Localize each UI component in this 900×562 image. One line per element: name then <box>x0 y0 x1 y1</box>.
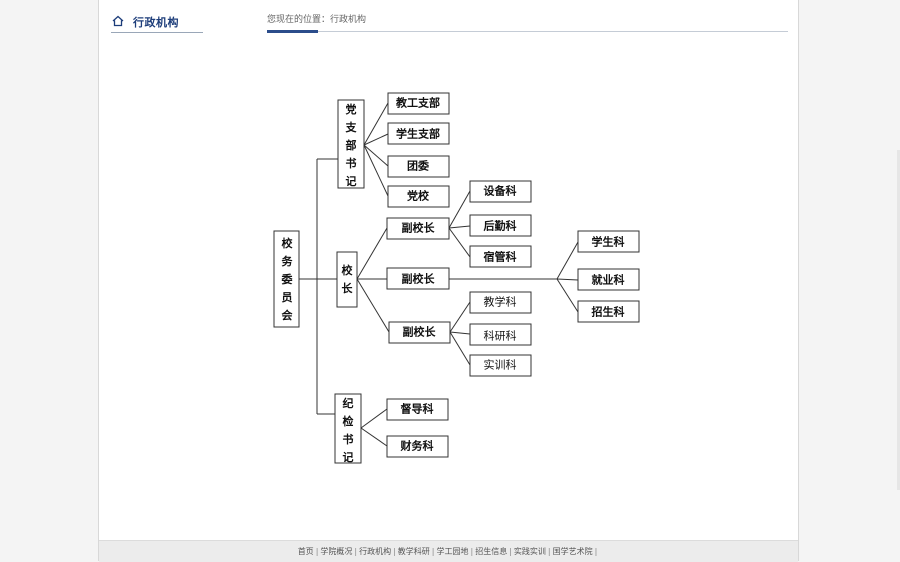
org-node-label: 督导科 <box>401 402 434 416</box>
org-node: 团委 <box>387 155 450 178</box>
org-node-principal: 校长 <box>336 251 358 308</box>
org-node: 后勤科 <box>469 214 532 237</box>
org-node-label: 设备科 <box>484 184 517 198</box>
org-node-label: 学生科 <box>592 235 625 249</box>
breadcrumb-accent <box>267 30 318 33</box>
org-node-label: 后勤科 <box>484 219 517 233</box>
footer-separator: | <box>431 547 435 556</box>
org-node-label: 团委 <box>407 159 430 173</box>
org-node: 副校长 <box>386 217 450 240</box>
org-node: 副校长 <box>388 321 451 344</box>
breadcrumb: 您现在的位置：行政机构 <box>267 15 367 25</box>
org-node: 招生科 <box>577 300 640 323</box>
org-node-label: 教学科 <box>484 295 517 309</box>
connector-lines <box>299 102 579 447</box>
footer-separator: | <box>509 547 512 556</box>
org-node: 党校 <box>387 185 450 208</box>
org-node-principal-label: 校长 <box>342 263 354 295</box>
org-node: 教学科 <box>469 291 532 314</box>
org-node-discipline-secretary-label: 纪检书记 <box>343 396 354 464</box>
footer-link-home[interactable]: 首页 <box>297 547 314 556</box>
org-node: 就业科 <box>577 268 640 291</box>
scroll-strip <box>897 150 900 490</box>
breadcrumb-divider <box>267 31 788 32</box>
org-node: 实训科 <box>469 354 532 377</box>
org-node-label: 教工支部 <box>395 96 440 110</box>
footer-link-admissions[interactable]: 招生信息 <box>475 547 508 556</box>
footer-separator: | <box>315 547 319 556</box>
footer-nav: 首页|学院概况|行政机构|教学科研|学工园地|招生信息|实践实训|国学艺术院| <box>99 540 798 562</box>
footer-link-practice[interactable]: 实践实训 <box>513 547 546 556</box>
org-node-label: 招生科 <box>592 305 625 319</box>
org-node: 教工支部 <box>387 92 450 115</box>
org-node-label: 就业科 <box>592 273 625 287</box>
org-node: 督导科 <box>386 398 449 421</box>
org-node-label: 宿管科 <box>484 250 517 264</box>
footer-separator: | <box>393 547 396 556</box>
footer-separator: | <box>547 547 551 556</box>
org-node: 设备科 <box>469 180 532 203</box>
org-node-label: 科研科 <box>484 329 517 343</box>
org-node-label: 学生支部 <box>396 127 440 141</box>
org-node: 学生支部 <box>387 122 450 145</box>
org-node-root-label: 校务委员会 <box>281 236 294 322</box>
org-node: 财务科 <box>386 435 449 458</box>
sidebar-title[interactable]: 行政机构 <box>111 12 203 33</box>
org-node-label: 实训科 <box>484 358 517 372</box>
org-node-label: 副校长 <box>402 221 436 235</box>
footer-separator: | <box>470 547 474 556</box>
sidebar-title-label: 行政机构 <box>133 16 179 29</box>
org-node: 科研科 <box>469 323 532 346</box>
footer-link-admin[interactable]: 行政机构 <box>359 547 392 556</box>
org-node-root: 校务委员会 <box>273 230 300 328</box>
org-node-label: 党校 <box>407 189 430 203</box>
org-node-label: 副校长 <box>403 325 437 339</box>
org-node-party-secretary-label: 党支部书记 <box>345 102 358 188</box>
footer-link-overview[interactable]: 学院概况 <box>320 547 353 556</box>
org-node: 副校长 <box>386 267 450 290</box>
footer-separator: | <box>594 547 598 556</box>
org-node-discipline-secretary: 纪检书记 <box>334 393 362 464</box>
footer-link-teaching[interactable]: 教学科研 <box>397 547 430 556</box>
footer-link-arts[interactable]: 国学艺术院 <box>552 547 593 556</box>
footer-separator: | <box>354 547 358 556</box>
org-node: 学生科 <box>577 230 640 253</box>
home-icon <box>112 15 124 27</box>
org-node-party-secretary: 党支部书记 <box>337 99 365 189</box>
footer-link-student[interactable]: 学工园地 <box>436 547 469 556</box>
org-node-label: 副校长 <box>402 272 436 286</box>
org-node-label: 财务科 <box>400 439 434 453</box>
org-node: 宿管科 <box>469 245 532 268</box>
